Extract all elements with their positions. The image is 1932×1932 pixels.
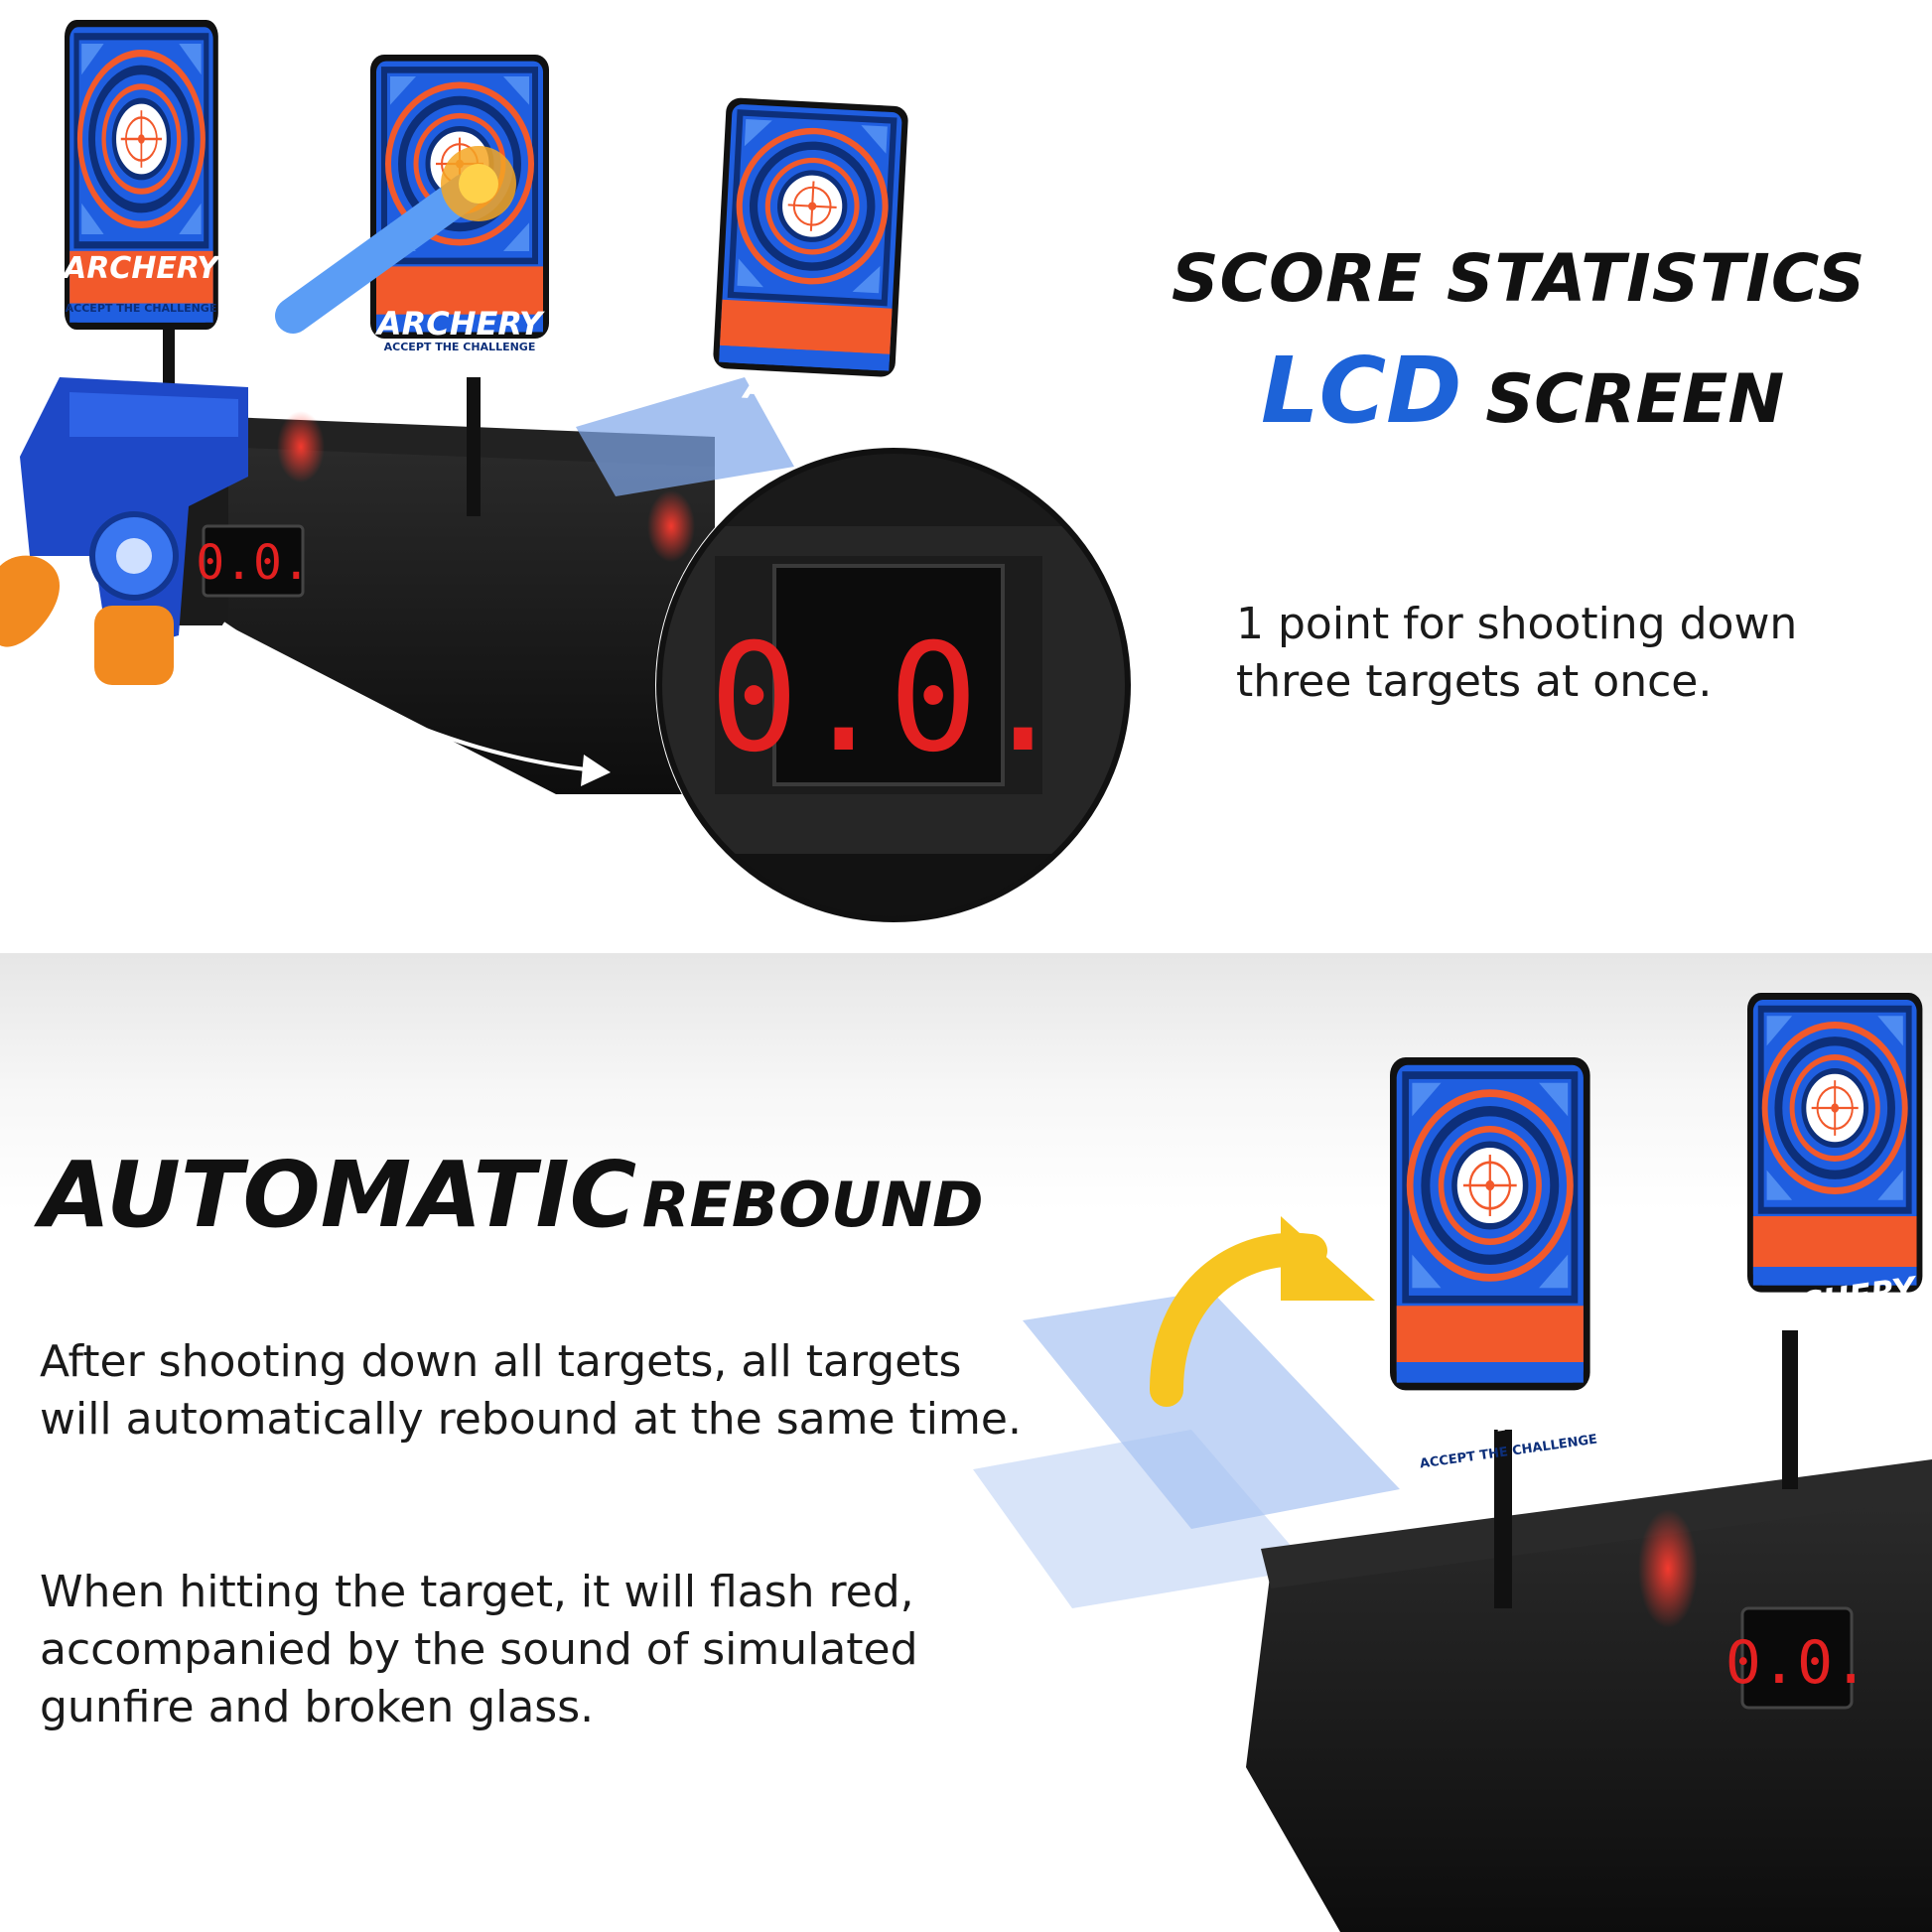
zoomed-lcd-detail: 0.0. [655, 447, 1132, 923]
bottom-display [1740, 1606, 1854, 1710]
rebound-paragraph: After shooting down all targets, all tar… [40, 1336, 1022, 1445]
flash-paragraph: When hitting the target, it will flash r… [40, 1567, 918, 1732]
bottom-target-set: 0.0. [973, 993, 1932, 1932]
svg-text:ARCHERY: ARCHERY [374, 305, 545, 343]
hit-flash [277, 411, 325, 483]
heading-automatic-rebound: AUTOMATIC REBOUND [40, 1142, 984, 1248]
heading-screen: SCREEN [1485, 360, 1785, 439]
target-label: ARCHERY [62, 251, 221, 286]
target-right [713, 97, 909, 377]
lcd-screen [772, 564, 1005, 786]
heading-automatic: AUTOMATIC [40, 1142, 637, 1248]
base-display-digits: 0.0. [196, 535, 311, 591]
hit-flash-bottom [1638, 1509, 1698, 1628]
svg-text:ARCHERY: ARCHERY [740, 368, 912, 415]
heading-lcd: LCD [1261, 338, 1462, 444]
heading-rebound: REBOUND [641, 1169, 984, 1241]
target-front [1390, 1057, 1590, 1390]
heading-score-statistics: SCORE STATISTICS [1172, 240, 1866, 317]
foam-dart [275, 146, 516, 334]
svg-text:ACCEPT THE CHALLENGE: ACCEPT THE CHALLENGE [384, 341, 536, 353]
target-tagline: ACCEPT THE CHALLENGE [66, 302, 217, 315]
arrow-connector [221, 621, 587, 771]
bottom-display-digits: 0.0. [1725, 1628, 1869, 1698]
heading-lcd-screen: LCD SCREEN [1261, 338, 1784, 444]
base-display [202, 524, 305, 598]
top-target-set: 0.0. [0, 20, 908, 794]
lcd-digits: 0.0. [709, 613, 1067, 785]
fallen-target [576, 377, 794, 496]
toy-blaster [0, 377, 248, 685]
score-description: 1 point for shooting down three targets … [1236, 599, 1798, 707]
target-back [1747, 993, 1922, 1293]
